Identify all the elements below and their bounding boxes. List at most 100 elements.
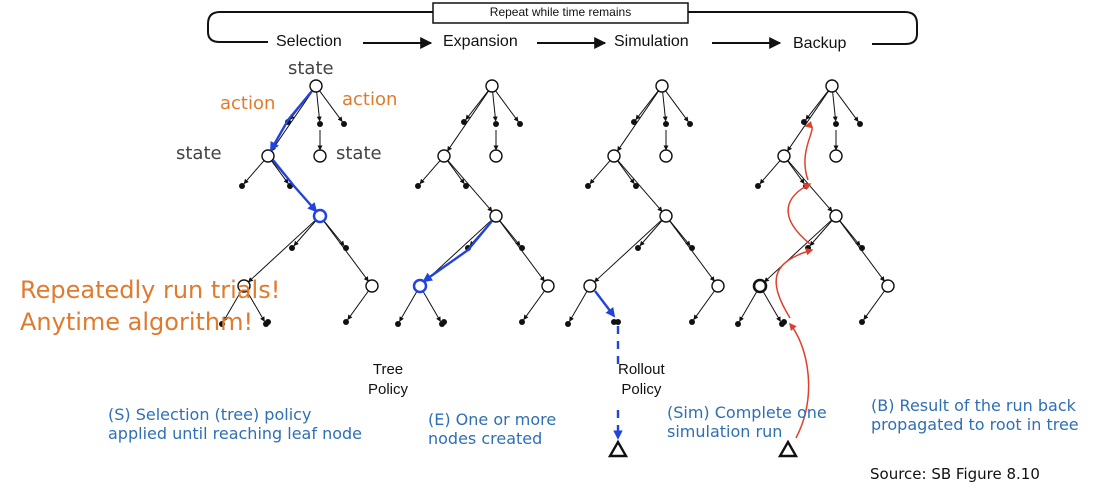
selection-edge-a-a1: [243, 160, 265, 185]
phase-selection: Selection: [276, 33, 342, 50]
simulation-edge-e-leaf0: [569, 290, 588, 322]
selection-state-node-e: [237, 279, 251, 293]
backup-arrow-2: [775, 248, 814, 319]
expansion-action-node-d1: [461, 119, 467, 125]
backup-state-node-r: [825, 79, 839, 93]
backup-action-node-f1: [859, 319, 865, 325]
expansion-state-node-f: [541, 279, 555, 293]
simulation-action-node-c2: [689, 245, 695, 251]
selection-edge-r-d2: [316, 91, 322, 122]
backup-edge-r-a: [786, 90, 830, 152]
backup-action-node-d1: [801, 119, 807, 125]
simulation-state-node-e: [583, 279, 597, 293]
simulation-state-node-a: [607, 149, 621, 163]
backup-arrow-4: [804, 121, 813, 181]
selection-edge-c-e: [248, 219, 316, 283]
backup-action-node-d2: [833, 121, 839, 127]
selection-action-node-e1: [265, 319, 271, 325]
selection-path-1: [269, 90, 313, 152]
selection-edge-r-a: [270, 90, 314, 152]
backup-state-node-c: [829, 209, 843, 223]
tree-policy-line-2: Policy: [368, 381, 409, 398]
selection-edge-f-f1: [347, 290, 369, 320]
simulation-state-node-c: [659, 209, 673, 223]
selection-edge-a-a2: [271, 160, 289, 184]
selection-action-node-f1: [343, 319, 349, 325]
backup-leaf-e0: [735, 321, 741, 327]
simulation-edge-r-d1: [635, 90, 659, 121]
rollout-start: [594, 290, 616, 318]
selection-edge-c-c1: [293, 220, 317, 247]
simulation-edge-f-f1: [693, 290, 715, 320]
expansion-state-node-e: [412, 278, 428, 294]
simulation-edge-c-c1: [639, 220, 663, 247]
tree-policy-line-1: Tree: [372, 361, 404, 378]
expansion-edge-r-d1: [465, 90, 489, 121]
expansion-edge-e-leaf0: [399, 290, 418, 322]
headline: Repeatedly run trials! Anytime algorithm…: [20, 274, 280, 338]
expansion-path: [422, 220, 493, 283]
caption-selection-line-2: applied until reaching leaf node: [108, 424, 363, 443]
expansion-edge-e-leaf1: [422, 290, 441, 322]
expansion-action-node-d3: [517, 121, 523, 127]
phase-backup: Backup: [793, 35, 847, 52]
caption-simulation: (Sim) Complete one simulation run: [667, 403, 827, 441]
terminal-triangle-backup: [777, 439, 799, 458]
state-left-label: state: [176, 143, 222, 164]
expansion-action-node-c2: [519, 245, 525, 251]
simulation-edge-r-d2: [662, 91, 668, 122]
simulation-action-node-d2: [663, 121, 669, 127]
caption-selection-line-1: (S) Selection (tree) policy: [108, 405, 312, 424]
caption-simulation-line-1: (Sim) Complete one: [667, 403, 827, 422]
backup-arrow-3: [787, 183, 812, 245]
backup-edge-a-a1: [759, 160, 781, 185]
expansion-edge-r-d2: [492, 91, 498, 122]
state-right-label: state: [336, 143, 382, 164]
expansion-edge-a-a2: [447, 160, 465, 184]
simulation-edge-r-a: [616, 90, 660, 152]
expansion-state-node-r: [485, 79, 499, 93]
backup-state-node-f: [881, 279, 895, 293]
simulation-action-node-d3: [687, 121, 693, 127]
selection-action-node-a1: [239, 183, 245, 189]
caption-selection: (S) Selection (tree) policy applied unti…: [108, 405, 362, 443]
simulation-action-node-a1: [585, 183, 591, 189]
caption-expansion-line-2: nodes created: [428, 429, 543, 448]
rollout-policy-line-1: Rollout: [618, 361, 665, 378]
selection-path-2: [272, 159, 318, 213]
expansion-action-node-f1: [519, 319, 525, 325]
simulation-edge-a-a2: [617, 160, 635, 184]
expansion-edge-r-d3: [495, 90, 519, 122]
selection-state-node-f: [365, 279, 379, 293]
simulation-edge-c-e: [594, 219, 662, 283]
simulation-state-node-f: [711, 279, 725, 293]
rollout-action-node: [615, 319, 621, 325]
headline-line-2: Anytime algorithm!: [20, 308, 254, 336]
simulation-state-node-b: [659, 149, 673, 163]
simulation-leaf-e0: [565, 321, 571, 327]
backup-edge-e-leaf0: [739, 290, 758, 322]
selection-action-node-c2: [343, 245, 349, 251]
selection-edge-e-leaf0: [223, 290, 242, 322]
backup-edge-a-c: [787, 160, 833, 212]
repeat-loop: [207, 11, 918, 45]
backup-edge-r-d3: [835, 90, 859, 122]
expansion-edge-f-f1: [523, 290, 545, 320]
simulation-edge-r-d3: [665, 90, 689, 122]
tree-policy-label: Tree Policy: [368, 360, 408, 400]
backup-edge-c-e: [764, 219, 832, 283]
simulation-state-node-r: [655, 79, 669, 93]
backup-edge-c-c1: [809, 220, 833, 247]
backup-action-node-d3: [857, 121, 863, 127]
backup-action-node-c2: [859, 245, 865, 251]
expansion-edge-r-a: [446, 90, 490, 152]
selection-state-node-b: [313, 149, 327, 163]
expansion-action-node-d2: [493, 121, 499, 127]
simulation-action-node-a2: [633, 183, 639, 189]
backup-edge-a-a2: [787, 160, 805, 184]
state-root-label: state: [288, 58, 334, 79]
backup-action-node-e1: [781, 319, 787, 325]
caption-expansion: (E) One or more nodes created: [428, 410, 556, 448]
repeat-label-box: [432, 2, 689, 24]
